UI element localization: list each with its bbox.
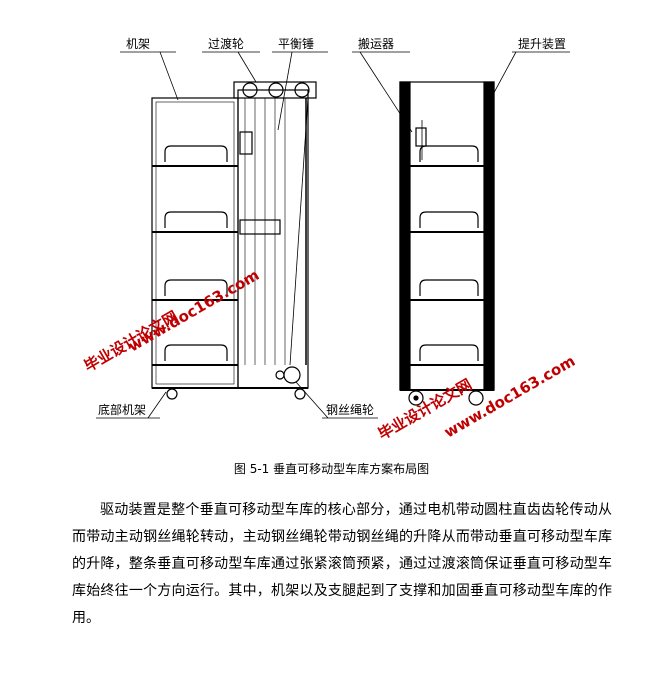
front-view xyxy=(151,81,317,400)
label-frame: 机架 xyxy=(126,37,150,51)
garage-layout-drawing: 机架 过渡轮 平衡锤 搬运器 提升装置 底部机架 钢丝绳轮 毕业设计论文网 ww… xyxy=(81,36,578,443)
paragraph: 驱动装置是整个垂直可移动型车库的核心部分，通过电机带动圆柱直齿齿轮传动从而带动主… xyxy=(72,502,612,626)
label-transition-wheel: 过渡轮 xyxy=(208,36,244,51)
body-text: 驱动装置是整个垂直可移动型车库的核心部分，通过电机带动圆柱直齿齿轮传动从而带动主… xyxy=(72,497,612,632)
label-carrier: 搬运器 xyxy=(358,36,394,51)
label-lift-device: 提升装置 xyxy=(518,36,566,51)
side-view xyxy=(399,81,495,406)
label-wire-rope-wheel: 钢丝绳轮 xyxy=(326,403,374,417)
label-base-frame: 底部机架 xyxy=(98,402,146,417)
leader-lines xyxy=(96,51,570,419)
label-balance-weight: 平衡锤 xyxy=(278,36,314,51)
figure-caption: 图 5-1 垂直可移动型车库方案布局图 xyxy=(233,462,430,476)
watermark-url: www.doc163.com xyxy=(125,266,262,356)
